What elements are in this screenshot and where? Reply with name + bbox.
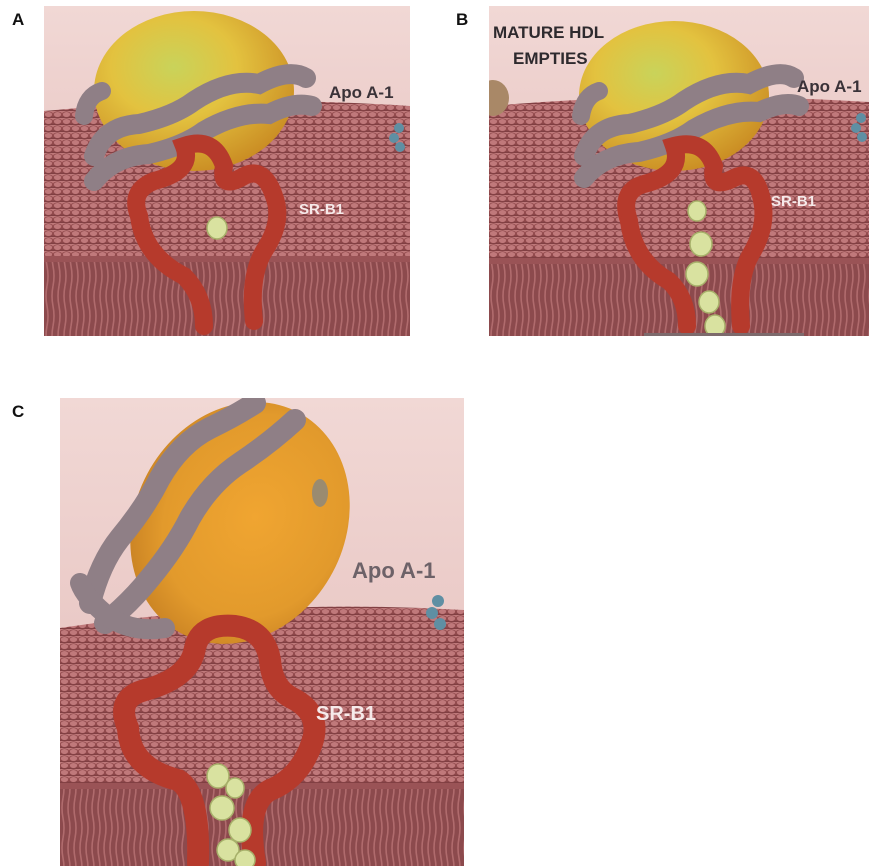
panel-b-caption-line1: MATURE HDL	[493, 23, 604, 42]
panel-a-apo-label: Apo A-1	[329, 83, 394, 102]
panel-b-receptor-label: SR-B1	[771, 193, 816, 210]
panel-c-illustration: Apo A-1 SR-B1	[60, 398, 464, 866]
cholesterol-molecule	[207, 217, 227, 239]
panel-b-apo-label: Apo A-1	[797, 77, 862, 96]
panel-a-illustration: Apo A-1 SR-B1	[44, 6, 410, 336]
membrane-tails	[44, 256, 410, 336]
panel-c-receptor-label: SR-B1	[316, 703, 376, 725]
panel-a-letter: A	[12, 10, 24, 30]
panel-a-receptor-label: SR-B1	[299, 201, 344, 218]
panel-c-letter: C	[12, 402, 24, 422]
panel-b-caption-line2: EMPTIES	[513, 49, 588, 68]
panel-b-letter: B	[456, 10, 468, 30]
panel-b-illustration: MATURE HDL EMPTIES Apo A-1 SR-B1	[489, 6, 869, 336]
panel-c-apo-label: Apo A-1	[352, 558, 436, 583]
